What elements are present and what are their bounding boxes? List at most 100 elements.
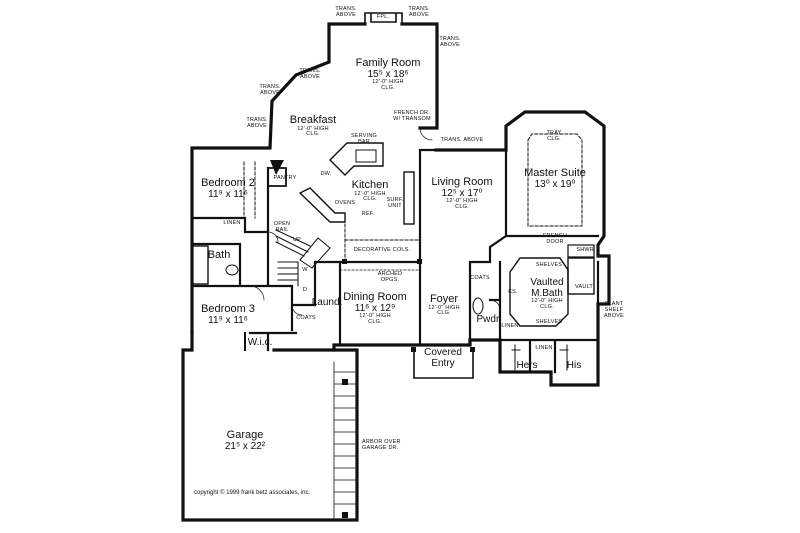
rail-text: RAIL [275,226,289,233]
dining-room-label: Dining Room 11⁶ x 12⁹ 12'-0" HIGH CLG. [343,291,407,326]
foyer-ceiling: 12'-0" HIGH [428,304,460,311]
trans-text: TRANS. [259,84,281,90]
unit-text: UNIT [388,202,402,209]
plant-text: PLANT [604,301,624,307]
shelf-text: SHELF [604,306,624,313]
garage-dr-text: GARAGE DR. [362,444,399,451]
master-suite-label: Master Suite 13⁰ x 19⁰ [524,167,586,190]
master-suite-name: Master Suite [524,167,586,179]
dining-room-dim: 11⁶ x 12⁹ [354,302,396,314]
breakfast-clg: CLG. [306,131,320,138]
garage-name: Garage [226,429,264,441]
kitchen-ceiling: 12'-0" HIGH [354,190,386,197]
bedroom3-name: Bedroom 3 [201,303,255,315]
arched-text: ARCHED [377,271,403,277]
bedroom2-closet [243,161,256,219]
above-text: ABOVE [247,122,267,129]
master-bath-octagon [509,257,569,327]
linen-note-3: LINEN [535,345,553,351]
foyer-clg: CLG. [437,310,451,317]
above-text: ABOVE [440,41,460,48]
vaulted-bath-ceiling: 12'-0" HIGH [531,298,563,304]
his-name: His [566,360,582,371]
trans-text: TRANS. [299,68,321,74]
open-text: OPEN [273,221,291,227]
powder-label: Pwdr. [476,314,501,326]
trans-above-note-3: TRANS.ABOVE [439,36,461,49]
stairs [275,229,331,287]
shelves-note-2: SHELVES [535,319,563,325]
bath-name: Bath [207,249,231,261]
surf-unit-note: SURF.UNIT [387,197,404,210]
door-text: DOOR [546,238,564,245]
dining-room-clg: CLG. [368,318,382,325]
wic-name: W.i.c. [247,337,273,348]
family-room-ceiling: 12'-0" HIGH [372,79,404,86]
living-room-ceiling: 12'-0" HIGH [446,198,478,205]
foyer-label: Foyer 12'-0" HIGH CLG. [428,293,460,317]
arbor-over-text: ARBOR OVER [362,439,401,445]
kitchen-counter [298,187,346,223]
above-text: ABOVE [409,11,429,18]
master-shower [567,244,595,258]
fireplace [364,12,403,25]
ks-note: KS. [508,289,518,295]
decorative-cols-note: DECORATIVE COLS. [353,247,411,253]
dryer-note: D [302,287,308,293]
clg-text: CLG. [547,135,561,142]
dining-arches [339,261,421,271]
above-text: ABOVE [604,312,624,319]
covered-entry-name2: Entry [431,357,455,369]
trans-text: TRANS. [439,36,461,42]
family-room-clg: CLG. [381,84,395,91]
covered-entry-label: Covered Entry [424,347,462,369]
laundry-name: Laund. [311,297,343,308]
living-room-name: Living Room [431,176,493,188]
dining-room-ceiling: 12'-0" HIGH [359,313,391,320]
arbor [333,361,358,519]
cooktop [403,171,415,225]
above-text: ABOVE [336,11,356,18]
vaulted-bath-name: Vaulted [530,277,564,288]
coats-note-1: COATS [296,315,316,321]
above-text: ABOVE [300,73,320,80]
trans-text: TRANS. [335,6,357,12]
w-transom-text: W/ TRANSOM [393,115,431,122]
exterior-wall-family [190,22,439,335]
living-room-clg: CLG. [455,203,469,210]
foyer-name: Foyer [429,293,459,305]
french-door-note: FRENCH DR.W/ TRANSOM [393,110,431,123]
vaulted-bath-clg: CLG. [540,303,554,310]
french-text: FRENCH [542,233,568,239]
serving-text: SERVING [350,133,378,139]
kitchen-label: Kitchen 12'-0" HIGH CLG. [352,179,389,203]
bedroom2-name: Bedroom 2 [201,177,255,189]
trans-above-line-note: TRANS. ABOVE [440,137,484,143]
bar-text: BAR [358,138,370,145]
above-text: ABOVE [260,89,280,96]
french-dr-text: FRENCH DR. [394,110,430,116]
kitchen-sink [355,149,377,163]
vaulted-bath-label: Vaulted M.Bath 12'-0" HIGH CLG. [530,277,564,311]
garage-dim: 21⁵ x 22² [224,440,266,452]
pantry-note: PANTRY [273,175,297,181]
copyright-text: copyright © 1999 frank betz associates, … [194,490,311,496]
coats-note-2: COATS [470,275,490,281]
hers-name: Hers [516,360,538,371]
column-posts [270,160,475,518]
trans-above-note-6: TRANS.ABOVE [246,117,267,130]
vault-note: VAULT [575,284,593,290]
covered-entry-name: Covered [424,347,462,358]
breakfast-name: Breakfast [289,114,337,126]
fpl-note: FPL. [376,14,390,20]
dining-room-name: Dining Room [343,291,407,303]
tray-ceiling [527,133,583,227]
opgs-text: OPGS. [380,276,400,283]
tray-text: TRAY [546,130,562,136]
